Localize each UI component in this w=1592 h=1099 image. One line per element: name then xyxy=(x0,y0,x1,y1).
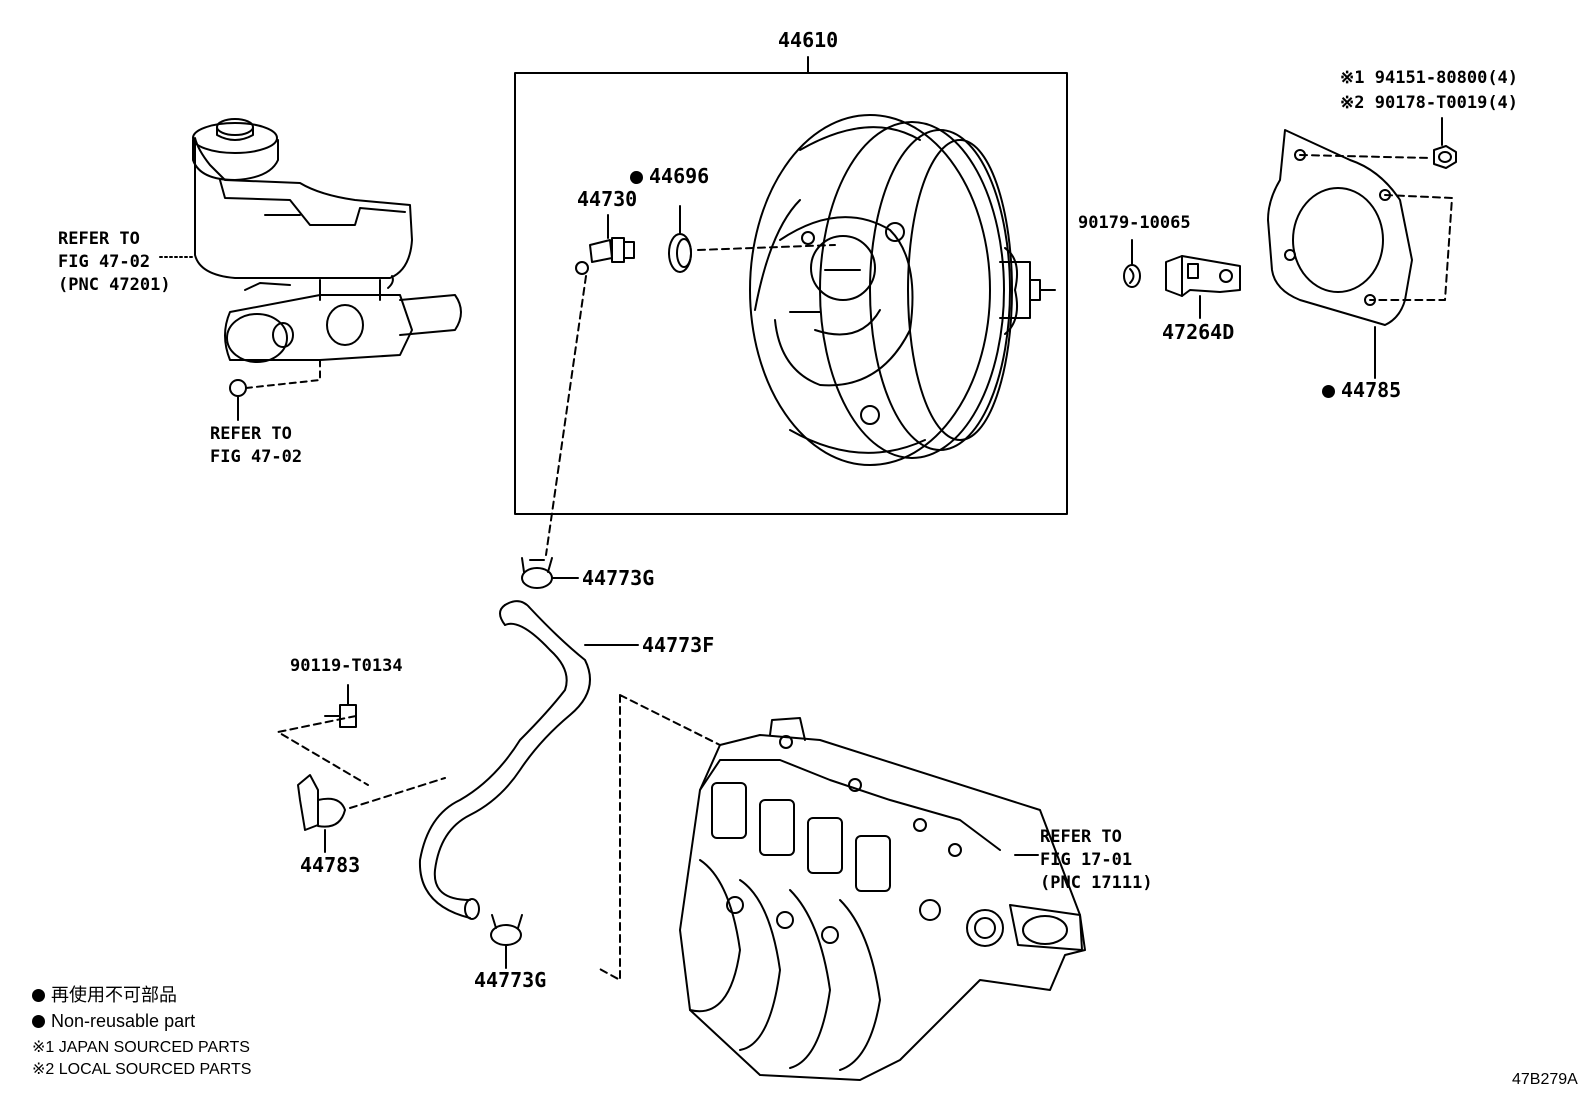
part-label-nut-japan-text: 94151-80800(4) xyxy=(1374,68,1519,88)
lower-clip-drawing xyxy=(490,914,523,969)
local-mark: ※2 xyxy=(1340,93,1365,113)
valve-hose-leader xyxy=(545,275,587,556)
part-label-booster: 44610 xyxy=(778,28,839,52)
part-label-vacuum-hose: 44773F xyxy=(642,633,715,657)
non-reusable-mark-icon xyxy=(630,171,643,184)
clamp-drawing xyxy=(297,774,446,853)
legend-non-reusable-en: Non-reusable part xyxy=(32,1012,195,1030)
flange-nut-drawing xyxy=(1433,117,1457,169)
bracket-drawing xyxy=(1165,255,1241,319)
refer-note-intake-manifold: REFER TO FIG 17-01 (PNC 17111) xyxy=(1040,827,1153,893)
part-label-nut: 90179-10065 xyxy=(1078,213,1191,233)
upper-clip-drawing xyxy=(521,557,579,589)
part-label-hose-clip-upper: 44773G xyxy=(582,566,655,590)
legend-japan-sourced: ※1 JAPAN SOURCED PARTS xyxy=(32,1039,250,1056)
part-label-gasket-text: 44785 xyxy=(1341,378,1402,402)
vacuum-hose-drawing xyxy=(418,600,639,920)
part-label-nut-local: ※2 90178-T0019(4) xyxy=(1340,95,1518,112)
refer-note-master-cylinder: REFER TO FIG 47-02 xyxy=(210,424,303,467)
legend-bullet-icon xyxy=(32,1015,45,1028)
legend-en-text: Non-reusable part xyxy=(51,1011,196,1031)
part-label-clamp: 44783 xyxy=(300,853,361,877)
non-reusable-mark-icon xyxy=(1322,385,1335,398)
part-label-grommet-text: 44696 xyxy=(649,164,710,188)
part-label-hose-clip-lower: 44773G xyxy=(474,968,547,992)
brake-booster-drawing xyxy=(749,114,1056,466)
gasket-drawing xyxy=(1267,129,1453,379)
intake-manifold-drawing xyxy=(679,717,1086,1081)
part-label-grommet: 44696 xyxy=(630,166,709,186)
nut-drawing xyxy=(1123,239,1141,288)
legend-local-sourced: ※2 LOCAL SOURCED PARTS xyxy=(32,1061,252,1078)
check-valve-drawing xyxy=(575,214,635,275)
grommet-drawing xyxy=(668,205,836,273)
legend-bullet-icon xyxy=(32,989,45,1002)
part-label-bracket: 47264D xyxy=(1162,320,1235,344)
part-label-nut-japan: ※1 94151-80800(4) xyxy=(1340,70,1518,87)
part-label-gasket: 44785 xyxy=(1322,380,1401,400)
japan-mark: ※1 xyxy=(1340,68,1365,88)
part-label-bolt: 90119-T0134 xyxy=(290,656,403,676)
part-label-nut-local-text: 90178-T0019(4) xyxy=(1374,93,1519,113)
refer-note-reservoir: REFER TO FIG 47-02 (PNC 47201) xyxy=(58,229,171,295)
bolt-drawing xyxy=(277,684,369,786)
figure-id: 47B279A xyxy=(1512,1071,1578,1088)
manifold-leader xyxy=(597,694,721,981)
legend-non-reusable-jp: 再使用不可部品 xyxy=(32,986,177,1004)
legend-jp-text: 再使用不可部品 xyxy=(51,985,177,1005)
booster-group-box xyxy=(514,56,1068,515)
master-cylinder-drawing xyxy=(192,118,462,397)
part-label-check-valve: 44730 xyxy=(577,187,638,211)
